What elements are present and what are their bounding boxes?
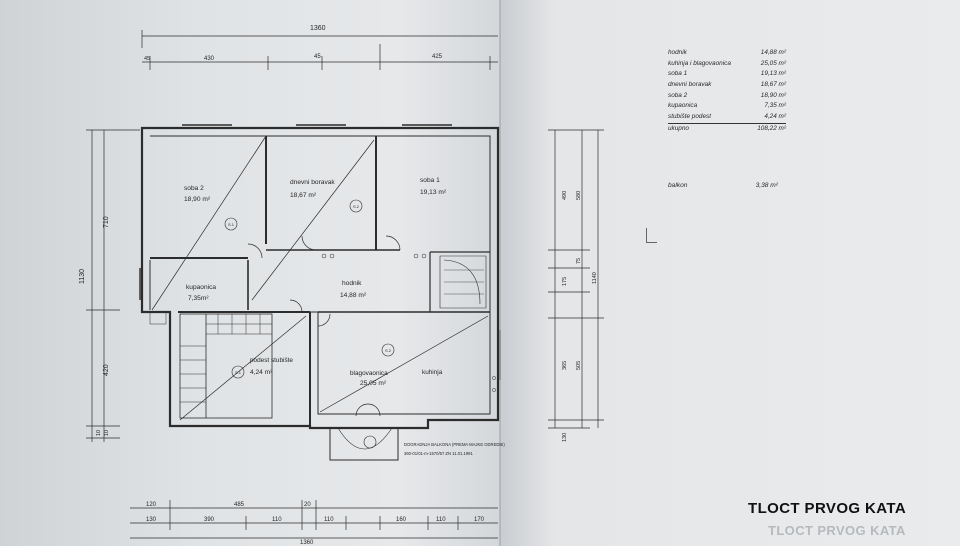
room-soba2-area: 18,90 m² <box>184 196 211 203</box>
dim-left-part-3: 10 <box>96 430 102 436</box>
room-soba2-tag: S.1 <box>228 222 235 227</box>
room-podest-name: podest stubište <box>250 357 293 364</box>
dim-bottom-2c: 110 <box>272 517 282 523</box>
room-dnevni-name: dnevni boravak <box>290 179 335 186</box>
approval-stamp-line1: DOGRADNJA BALKONA (PREMA MAJKE ODREDBI) <box>404 442 505 447</box>
dim-top-part-1: 45 <box>144 56 150 62</box>
room-soba1-area: 19,13 m² <box>420 189 447 196</box>
left-page <box>0 0 500 546</box>
balcony-label: balkon <box>668 182 688 189</box>
dim-bottom-2b: 390 <box>204 517 215 523</box>
dim-bottom-1b: 485 <box>234 502 245 508</box>
room-kupaonica-name: kupaonica <box>186 284 216 291</box>
dim-left-total: 1130 <box>79 269 86 284</box>
dim-bottom-2e: 160 <box>396 517 407 523</box>
drawing-title-bleed: TLOCT PRVOG KATA <box>768 523 906 538</box>
room-soba2-name: soba 2 <box>184 185 204 192</box>
dim-top-part-3: 45 <box>314 54 321 60</box>
room-hodnik-name: hodnik <box>342 280 362 287</box>
dim-right-1: 490 <box>562 191 568 200</box>
right-page <box>500 0 960 546</box>
dim-bottom-2g: 170 <box>474 517 485 523</box>
room-dnevni-tag: S.2 <box>353 204 360 209</box>
room-kuhinja-name: kuhinja <box>422 369 443 376</box>
drawing-title: TLOCT PRVOG KATA <box>748 500 907 517</box>
room-blagovaonica-name: blagovaonica <box>350 370 388 377</box>
dim-right-5: 365 <box>562 361 568 370</box>
room-kupaonica-area: 7,35m² <box>188 295 209 302</box>
dim-bottom-2d: 110 <box>324 517 334 523</box>
balcony-area: balkon 3,38 m² <box>668 182 786 189</box>
dim-right-3: 175 <box>562 277 568 286</box>
balcony-value: 3,38 m² <box>755 182 778 189</box>
dim-top-part-2: 430 <box>204 56 215 62</box>
dim-right-2: 580 <box>576 191 582 200</box>
room-dnevni-area: 18,67 m² <box>290 192 317 199</box>
dim-right-6: 505 <box>576 361 582 370</box>
dim-bottom-2f: 110 <box>436 517 446 523</box>
dim-bottom-2a: 130 <box>146 517 157 523</box>
room-podest-tag: S.1 <box>235 370 242 375</box>
room-hodnik-area: 14,88 m² <box>340 292 367 299</box>
room-blagovaonica-tag: S.2 <box>385 348 392 353</box>
approval-stamp-line2: 360-01/01-m-1570/57 ZN 11.01.1991 <box>404 451 474 456</box>
pencil-mark <box>646 228 657 243</box>
dim-top-total: 1360 <box>310 25 326 32</box>
dim-right-4: 75 <box>576 258 582 264</box>
dim-right-7: 130 <box>562 433 568 442</box>
dim-bottom-1c: 20 <box>304 502 311 508</box>
dim-bottom-total: 1360 <box>300 540 314 546</box>
dim-left-part-1: 710 <box>103 216 110 228</box>
dim-left-part-2: 420 <box>103 364 110 376</box>
dim-left-part-4: 10 <box>104 430 110 436</box>
room-podest-area: 4,24 m² <box>250 369 273 376</box>
room-soba1-name: soba 1 <box>420 177 440 184</box>
dim-right-total: 1140 <box>592 272 598 284</box>
room-blagovaonica-area: 25,05 m² <box>360 380 387 387</box>
dim-top-part-4: 425 <box>432 54 443 60</box>
dim-bottom-1a: 120 <box>146 502 157 508</box>
